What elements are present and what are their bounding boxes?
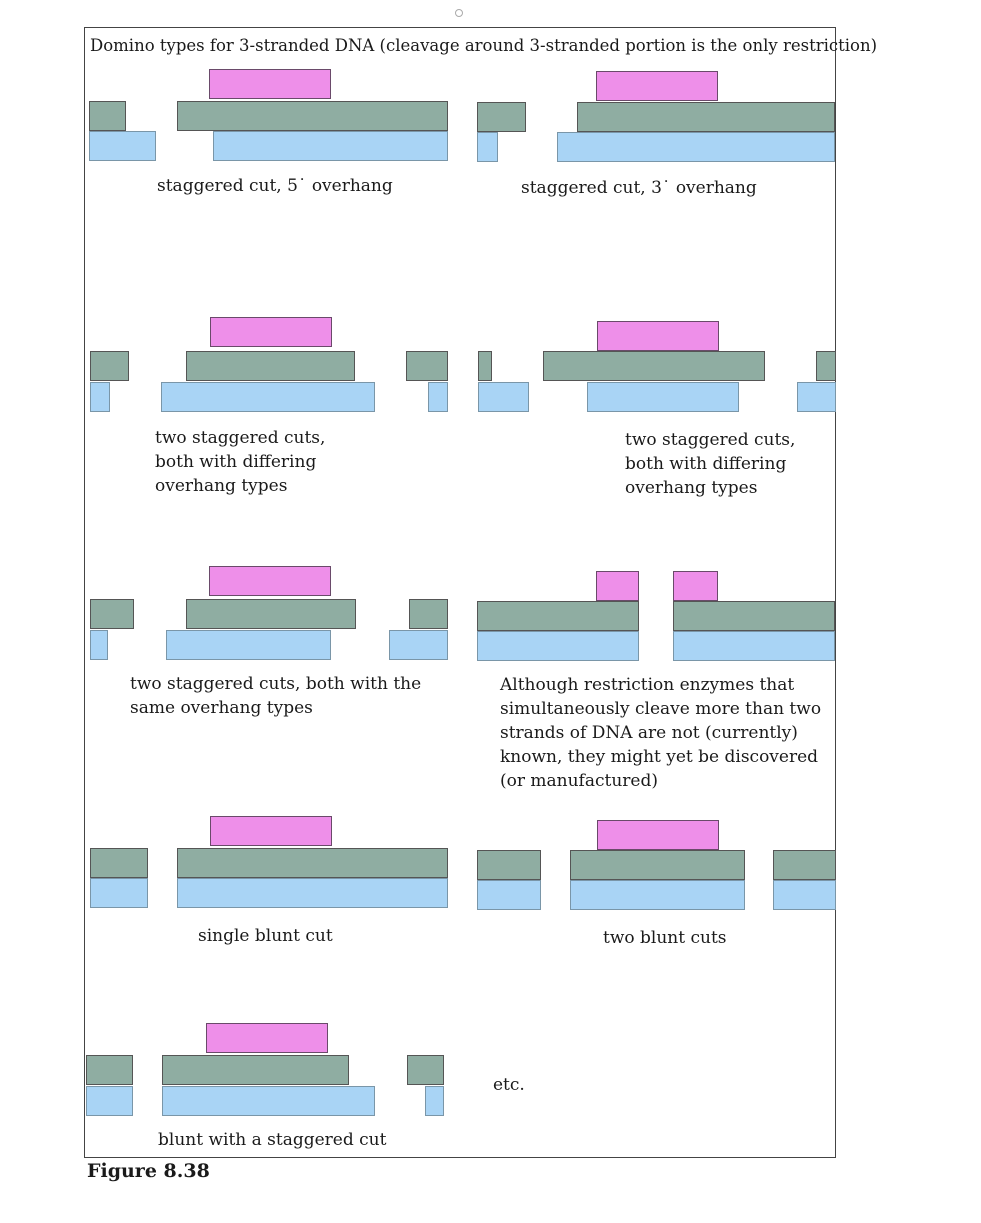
figure-title: Domino types for 3-stranded DNA (cleavag… [90,36,878,55]
third-strand [209,69,331,99]
top-strand-right [673,601,835,631]
bottom-strand-right [213,131,448,161]
bottom-strand-segment [425,1086,444,1116]
third-strand [210,317,332,347]
top-strand-segment [570,850,745,880]
top-strand-segment [186,351,355,381]
top-strand-right [177,101,448,131]
bottom-strand-left [477,132,498,162]
bottom-strand-segment [162,1086,375,1116]
top-strand-right [577,102,835,132]
figure-number: Figure 8.38 [87,1160,210,1182]
top-strand-segment [406,351,448,381]
third-strand [209,566,331,596]
bottom-strand-segment [797,382,836,412]
bottom-strand-right [673,631,835,661]
top-strand-segment [478,351,492,381]
etc-label: etc. [493,1075,525,1095]
third-strand-right [673,571,718,601]
top-strand-segment [90,351,129,381]
bottom-strand-left [90,878,148,908]
bottom-strand-left [89,131,156,161]
top-strand-segment [407,1055,444,1085]
top-strand-segment [162,1055,349,1085]
bottom-strand-segment [477,880,541,910]
bottom-strand-segment [161,382,375,412]
top-strand-segment [477,850,541,880]
caption: blunt with a staggered cut [158,1130,387,1150]
bottom-strand-segment [90,630,108,660]
third-strand [206,1023,328,1053]
top-strand-left [90,848,148,878]
top-strand-left [477,601,639,631]
bottom-strand-right [557,132,835,162]
bottom-strand-segment [428,382,448,412]
caption: two blunt cuts [603,928,727,948]
bottom-strand-segment [478,382,529,412]
top-strand-left [89,101,126,131]
caption: single blunt cut [198,926,333,946]
top-strand-segment [773,850,836,880]
bottom-strand-segment [773,880,836,910]
third-strand [210,816,332,846]
top-strand-segment [543,351,765,381]
third-strand [597,820,719,850]
bottom-strand-segment [166,630,331,660]
top-strand-segment [409,599,448,629]
top-strand-segment [816,351,836,381]
top-strand-segment [186,599,356,629]
caption: staggered cut, 3˙ overhang [521,178,757,198]
top-strand-segment [90,599,134,629]
caption: staggered cut, 5˙ overhang [157,176,393,196]
bottom-strand-right [177,878,448,908]
figure-frame [84,27,836,1158]
scan-mark [455,9,463,17]
top-strand-left [477,102,526,132]
third-strand [596,71,718,101]
third-strand [597,321,719,351]
top-strand-segment [86,1055,133,1085]
bottom-strand-segment [90,382,110,412]
bottom-strand-segment [86,1086,133,1116]
bottom-strand-segment [389,630,448,660]
third-strand-left [596,571,639,601]
bottom-strand-left [477,631,639,661]
top-strand-right [177,848,448,878]
bottom-strand-segment [570,880,745,910]
bottom-strand-segment [587,382,739,412]
